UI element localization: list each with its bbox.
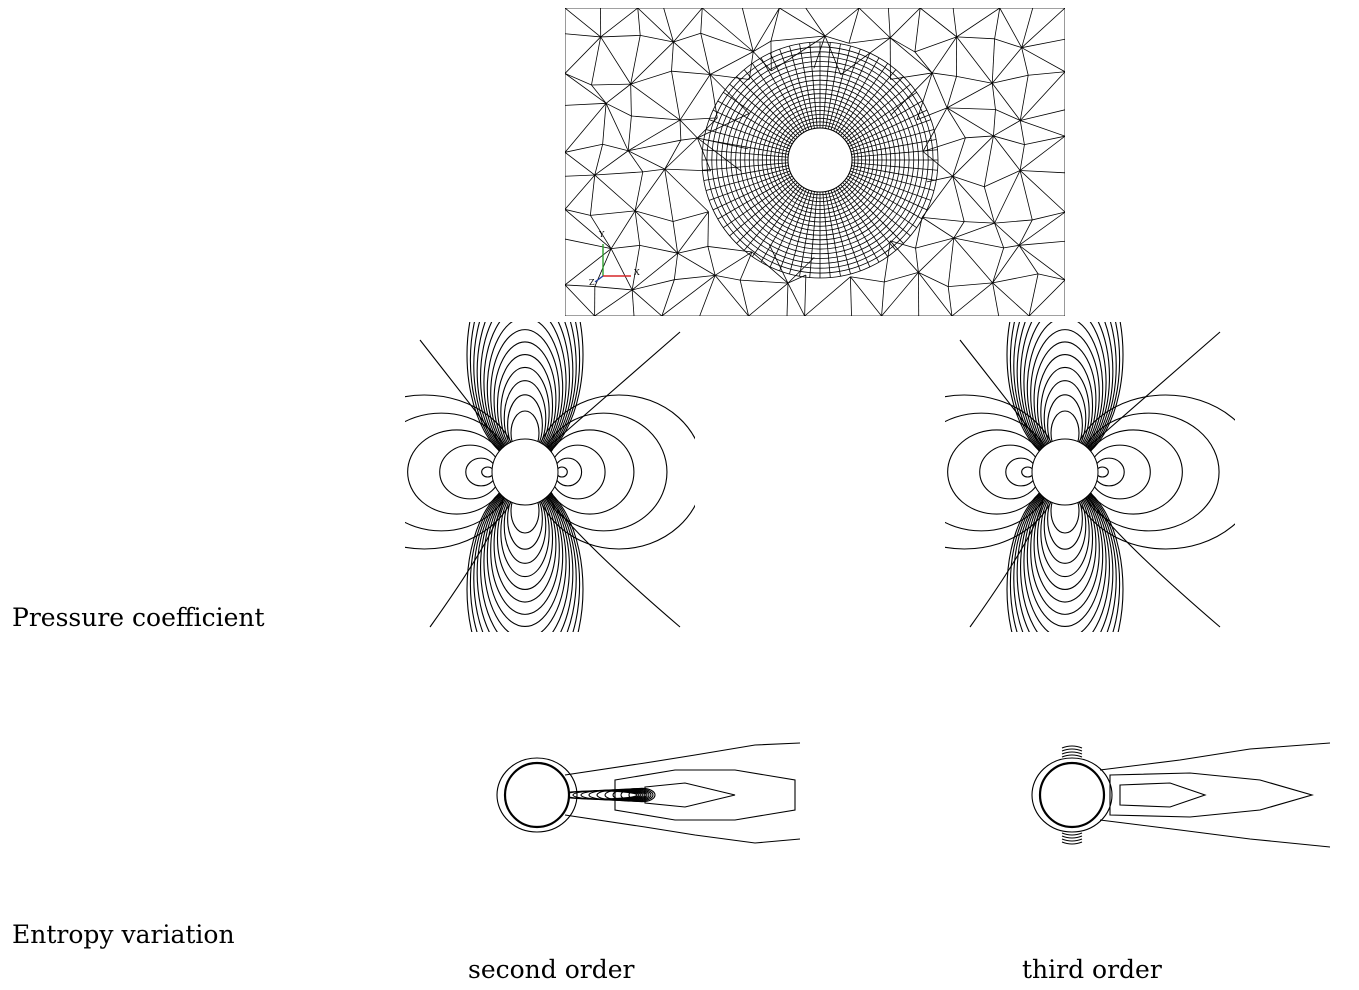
entropy-contour-plot-second (496, 742, 801, 844)
axis-label-x: X (634, 268, 640, 277)
entropy-contour-lines (1031, 742, 1331, 848)
axis-label-z: Z (589, 278, 595, 287)
entropy-contour-lines (496, 742, 801, 844)
row-label-entropy: Entropy variation (12, 920, 235, 949)
column-label-second-order: second order (468, 955, 635, 984)
mesh-lines (565, 8, 1065, 316)
pressure-contour-second-order (405, 322, 695, 632)
pressure-contour-third-order (945, 322, 1235, 632)
column-label-third-order: third order (1022, 955, 1162, 984)
entropy-contour-plot-third (1031, 742, 1331, 848)
axis-label-y: Y (599, 230, 605, 239)
pressure-contour-plot-third (945, 322, 1235, 632)
z-axis-arrow (594, 275, 604, 283)
entropy-contour-third-order (1030, 735, 1345, 855)
pressure-contour-plot-second (405, 322, 695, 632)
row-label-pressure: Pressure coefficient (12, 603, 265, 632)
axis-triad: Y X Z (589, 230, 649, 288)
mesh-plot (565, 8, 1065, 316)
entropy-contour-second-order (495, 735, 810, 855)
mesh-panel: Y X Z (565, 8, 1065, 316)
